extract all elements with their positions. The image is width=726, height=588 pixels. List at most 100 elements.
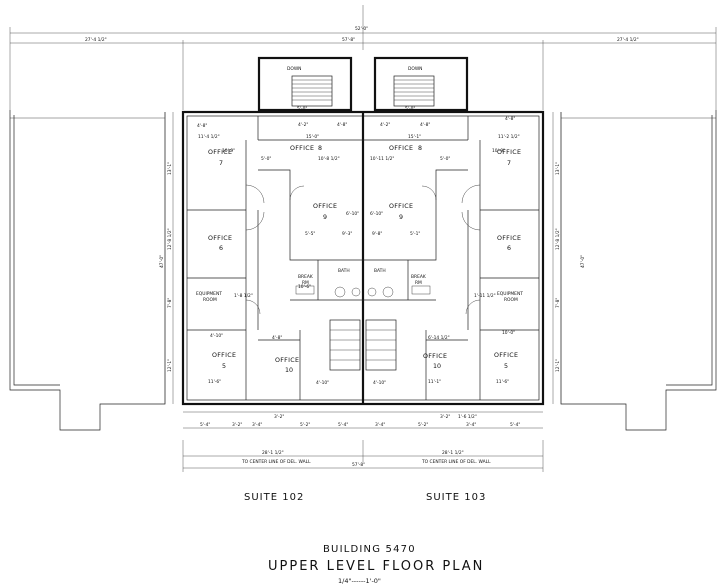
room-equipment-right-sub: ROOM: [504, 297, 518, 303]
room-break-right-sub: RM: [415, 280, 422, 286]
room-office-10-right-num: 10: [433, 363, 441, 370]
room-office-9-left-num: 9: [323, 214, 327, 221]
room-office-5-left-num: 5: [222, 363, 226, 370]
dim-mid-l-4: 6'-10": [346, 211, 359, 217]
right-dim-overall: 47'-0": [580, 255, 586, 268]
stair-down-label-right: DOWN: [408, 66, 422, 72]
title-block: SUITE 102 SUITE 103 BUILDING 5470 UPPER …: [244, 492, 486, 585]
dim-equip-r: 1'-11 1/2": [474, 293, 496, 299]
room-office-9-right-num: 9: [399, 214, 403, 221]
dim-top-l-1: 4'-8": [197, 123, 207, 129]
right-dim-2: 12'-8 1/2": [555, 228, 561, 250]
room-bath-right: BATH: [374, 268, 386, 274]
room-office-8-left: OFFICE: [290, 145, 314, 152]
dim-low-r-5: 11'-6": [496, 379, 509, 385]
stair-towers: DOWN DOWN 5'-0" 5'-0": [257, 56, 469, 112]
right-dim-3: 7'-8": [555, 298, 561, 308]
dim-low-r-3: 4'-10": [373, 380, 386, 386]
dim-mid-r-2: 9'-8": [372, 231, 382, 237]
room-office-7-right: OFFICE: [497, 149, 521, 156]
room-office-10-right: OFFICE: [423, 353, 447, 360]
room-break-left-sub: RM: [302, 280, 309, 286]
room-equipment-left: EQUIPMENT: [196, 291, 222, 297]
room-office-8-right: OFFICE: [389, 145, 413, 152]
dim-top-l-2: 4'-2": [298, 122, 308, 128]
dim-top-r-4: 10'-11 1/2": [370, 156, 394, 162]
dim-bot-r-4: 3'-4": [466, 422, 476, 428]
dim-low-r-1: 6'-14 1/2": [428, 335, 450, 341]
dim-mid-r-4: 6'-10": [370, 211, 383, 217]
top-dimension-strings: 52'-0" 27'-4 1/2" 57'-8" 27'-4 1/2": [9, 5, 717, 110]
room-office-7-right-num: 7: [507, 160, 511, 167]
dim-top-r-3: 15'-1": [408, 134, 421, 140]
dim-top-l-4: 15'-0": [306, 134, 319, 140]
dim-top-l-3: 4'-8": [337, 122, 347, 128]
stair-down-label-left: DOWN: [287, 66, 301, 72]
bottom-window-dimensions: 5'-4" 3'-2" 3'-4" 5'-2" 3'-2" 5'-4" 3'-4…: [183, 411, 543, 429]
left-dim-4: 12'-1": [167, 359, 173, 372]
right-dim-1: 13'-1": [555, 162, 561, 175]
room-office-8-left-num: 8: [318, 145, 322, 152]
dim-mid-r-3: 5'-1": [410, 231, 420, 237]
room-office-7-left-num: 7: [219, 160, 223, 167]
room-office-6-left-num: 6: [219, 245, 223, 252]
room-break-right: BREAK: [411, 274, 426, 280]
bottom-overall: 57'-8": [352, 462, 365, 468]
dim-top-r-5: 5'-0": [440, 156, 450, 162]
dim-top-r-6: 11'-2 1/2": [498, 134, 520, 140]
stair-width-right: 5'-0": [405, 106, 415, 112]
room-office-8-right-num: 8: [418, 145, 422, 152]
dim-mid-l-2: 9'-3": [342, 231, 352, 237]
dim-mid-l-3: 5'-5": [305, 231, 315, 237]
room-office-5-right-num: 5: [504, 363, 508, 370]
room-equipment-left-sub: ROOM: [203, 297, 217, 303]
dim-top-l-7: 11'-4 1/2": [198, 134, 220, 140]
dim-bot-l-3: 3'-4": [252, 422, 262, 428]
bottom-note-right: TO CENTER LINE OF DEL. WALL: [421, 459, 491, 465]
second-top-dimension: 57'-8": [342, 37, 355, 43]
room-office-10-left-num: 10: [285, 367, 293, 374]
interior-dimensions-right: 4'-2" 4'-8" 15'-1" 10'-11 1/2" 5'-0" 11'…: [370, 116, 520, 386]
suite-102-label: SUITE 102: [244, 492, 304, 503]
building-label: BUILDING 5470: [323, 544, 416, 555]
dim-bot-l-1: 5'-4": [200, 422, 210, 428]
bottom-half-left: 28'-1 1/2": [262, 450, 284, 456]
room-office-5-left: OFFICE: [212, 352, 236, 359]
bottom-half-right: 28'-1 1/2": [442, 450, 464, 456]
room-office-9-right: OFFICE: [389, 203, 413, 210]
left-dim-3: 7'-8": [167, 298, 173, 308]
bottom-note-left: TO CENTER LINE OF DEL. WALL: [241, 459, 311, 465]
dim-low-l-3: 4'-8": [272, 335, 282, 341]
suite-103-label: SUITE 103: [426, 492, 486, 503]
dim-top-l-5: 5'-0": [261, 156, 271, 162]
interior-dimensions-left: 4'-8" 4'-2" 4'-8" 15'-0" 5'-0" 10'-8 1/2…: [197, 122, 359, 386]
dim-bot-r-3: 3'-2": [440, 414, 450, 420]
dim-bot-r-5: 5'-4": [510, 422, 520, 428]
dim-mid-l-1: 10'-9": [222, 148, 235, 154]
room-office-6-right-num: 6: [507, 245, 511, 252]
dim-mid-r-1: 10'-9": [492, 148, 505, 154]
dim-bot-r-1: 3'-4": [375, 422, 385, 428]
bottom-overall-dimensions: 28'-1 1/2" 28'-1 1/2" TO CENTER LINE OF …: [182, 440, 544, 472]
dim-top-r-2: 4'-8": [420, 122, 430, 128]
dim-low-r-4: 10'-0": [502, 330, 515, 336]
dim-bot-l-5: 3'-2": [274, 414, 284, 420]
room-office-5-right: OFFICE: [494, 352, 518, 359]
room-break-left: BREAK: [298, 274, 313, 280]
room-office-9-left: OFFICE: [313, 203, 337, 210]
room-bath-left: BATH: [338, 268, 350, 274]
side-dimensions: 13'-1" 12'-8 1/2" 7'-8" 12'-1" 47'-0" 13…: [159, 112, 586, 404]
side-wings: [9, 110, 717, 431]
overall-top-dimension: 52'-0": [355, 26, 368, 32]
dim-bot-r-2: 5'-2": [418, 422, 428, 428]
dim-bot-l-6: 5'-4": [338, 422, 348, 428]
room-labels-left: OFFICE 8 OFFICE 7 OFFICE 9 OFFICE 6 EQUI…: [196, 145, 350, 374]
dim-bot-l-2: 3'-2": [232, 422, 242, 428]
dim-low-l-5: 11'-6": [208, 379, 221, 385]
dim-equip-l: 1'-8 1/2": [234, 293, 253, 299]
room-labels-right: OFFICE 8 OFFICE 7 OFFICE 9 OFFICE 6 EQUI…: [374, 145, 523, 370]
dim-low-l-2: 4'-10": [210, 333, 223, 339]
dim-top-r-1: 4'-2": [380, 122, 390, 128]
left-dim-overall: 47'-0": [159, 255, 165, 268]
